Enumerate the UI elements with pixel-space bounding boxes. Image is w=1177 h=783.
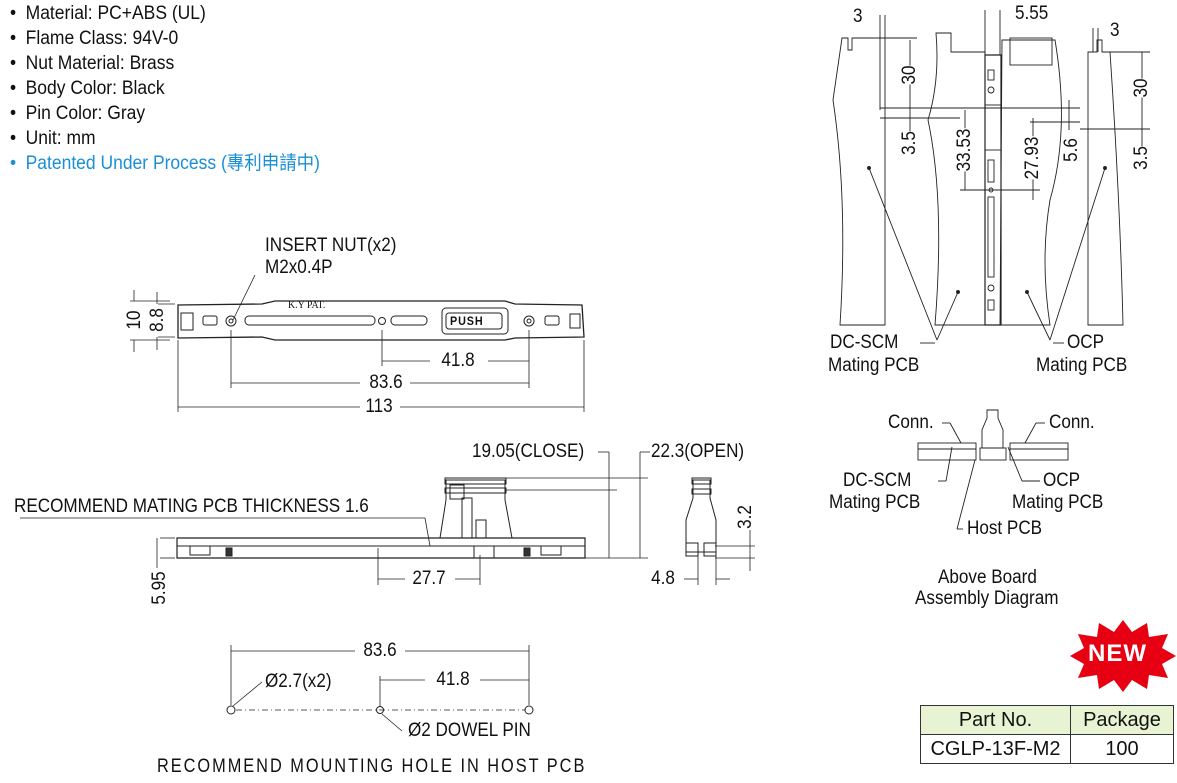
table-row: CGLP-13F-M2 100: [920, 734, 1174, 764]
top-view-dimensions: [130, 274, 585, 412]
hole-label: Ø2.7(x2): [265, 671, 332, 692]
mount-dim-83-6: 83.6: [363, 640, 397, 661]
host-pcb-label: Host PCB: [967, 518, 1043, 539]
mating-dim-5-55: 5.55: [1015, 3, 1049, 24]
side-view-dimensions: [20, 451, 755, 585]
dim-27-7: 27.7: [412, 568, 446, 589]
top-view-connector: [177, 300, 585, 341]
spec-item: •Unit: mm: [10, 128, 96, 149]
ocp-sub-label: Mating PCB: [1036, 355, 1128, 376]
assembly-caption-1: Above Board: [938, 567, 1037, 588]
assembly-dcscm-sub: Mating PCB: [829, 492, 921, 513]
dim-inner-height: 8.8: [147, 308, 168, 332]
mounting-holes: [226, 645, 534, 732]
assembly-caption-2: Assembly Diagram: [915, 588, 1059, 609]
side-view-profile: [685, 477, 717, 557]
part-mark: K.Y PAT.: [288, 299, 326, 311]
spec-item: •Pin Color: Gray: [10, 103, 146, 124]
cell-package: 100: [1070, 734, 1174, 764]
dim-113: 113: [365, 396, 393, 417]
conn-left-label: Conn.: [888, 412, 934, 433]
dim-height: 10: [124, 310, 145, 330]
table-header-row: Part No. Package: [920, 705, 1174, 735]
mount-dim-41-8: 41.8: [436, 669, 470, 690]
assembly-diagram: [917, 409, 1069, 530]
part-table: Part No. Package CGLP-13F-M2 100: [920, 705, 1174, 764]
new-badge-text: NEW: [1088, 640, 1147, 667]
dim-5-95: 5.95: [149, 571, 170, 605]
spec-text: Pin Color: Gray: [25, 103, 146, 124]
spec-item: •Body Color: Black: [10, 78, 165, 99]
push-label: PUSH: [450, 314, 484, 328]
dowel-pin-label: Ø2 DOWEL PIN: [408, 720, 531, 741]
insert-nut-label: INSERT NUT(x2): [265, 235, 397, 256]
spec-text: Flame Class: 94V-0: [25, 28, 179, 49]
close-height-label: 19.05(CLOSE): [472, 441, 585, 462]
spec-text: Patented Under Process (專利申請中): [25, 153, 320, 174]
mating-dim-33-53: 33.53: [954, 128, 976, 172]
mating-dim-3-right: 3: [1110, 20, 1120, 41]
spec-item-patent: •Patented Under Process (專利申請中): [10, 153, 320, 174]
dim-83-6: 83.6: [369, 372, 403, 393]
mating-dim-30-right: 30: [1131, 78, 1153, 98]
assembly-ocp-label: OCP: [1043, 470, 1081, 491]
new-badge-starburst: [1070, 620, 1176, 692]
open-height-label: 22.3(OPEN): [651, 441, 745, 462]
mating-dim-27-93: 27.93: [1022, 136, 1044, 180]
dim-41-8: 41.8: [441, 350, 475, 371]
cell-part-no: CGLP-13F-M2: [920, 734, 1071, 764]
dim-3-2: 3.2: [735, 505, 756, 529]
mating-dim-3-5-left: 3.5: [899, 131, 921, 155]
mating-dim-3-left: 3: [853, 6, 863, 27]
spec-text: Body Color: Black: [25, 78, 165, 99]
dim-4-8: 4.8: [651, 568, 675, 589]
spec-item: •Flame Class: 94V-0: [10, 28, 179, 49]
ocp-label: OCP: [1067, 332, 1105, 353]
pcb-thickness-label: RECOMMEND MATING PCB THICKNESS 1.6: [14, 496, 369, 517]
header-part-no: Part No.: [920, 705, 1071, 735]
conn-right-label: Conn.: [1049, 412, 1095, 433]
nut-thread-label: M2x0.4P: [265, 257, 333, 278]
dcscm-sub-label: Mating PCB: [828, 355, 920, 376]
spec-text: Nut Material: Brass: [25, 53, 175, 74]
mounting-caption: RECOMMEND MOUNTING HOLE IN HOST PCB: [157, 756, 587, 777]
mating-dim-30-left: 30: [899, 65, 921, 85]
spec-text: Unit: mm: [25, 128, 96, 149]
assembly-ocp-sub: Mating PCB: [1012, 492, 1104, 513]
mating-dim-5-6: 5.6: [1061, 138, 1083, 162]
dcscm-label: DC-SCM: [830, 332, 899, 353]
spec-text: Material: PC+ABS (UL): [25, 3, 206, 24]
mating-dim-3-5-right: 3.5: [1131, 146, 1153, 170]
mating-pcb-view: [832, 10, 1150, 344]
assembly-dcscm-label: DC-SCM: [843, 470, 912, 491]
header-package: Package: [1070, 705, 1174, 735]
spec-item: •Nut Material: Brass: [10, 53, 175, 74]
spec-item: •Material: PC+ABS (UL): [10, 3, 206, 24]
